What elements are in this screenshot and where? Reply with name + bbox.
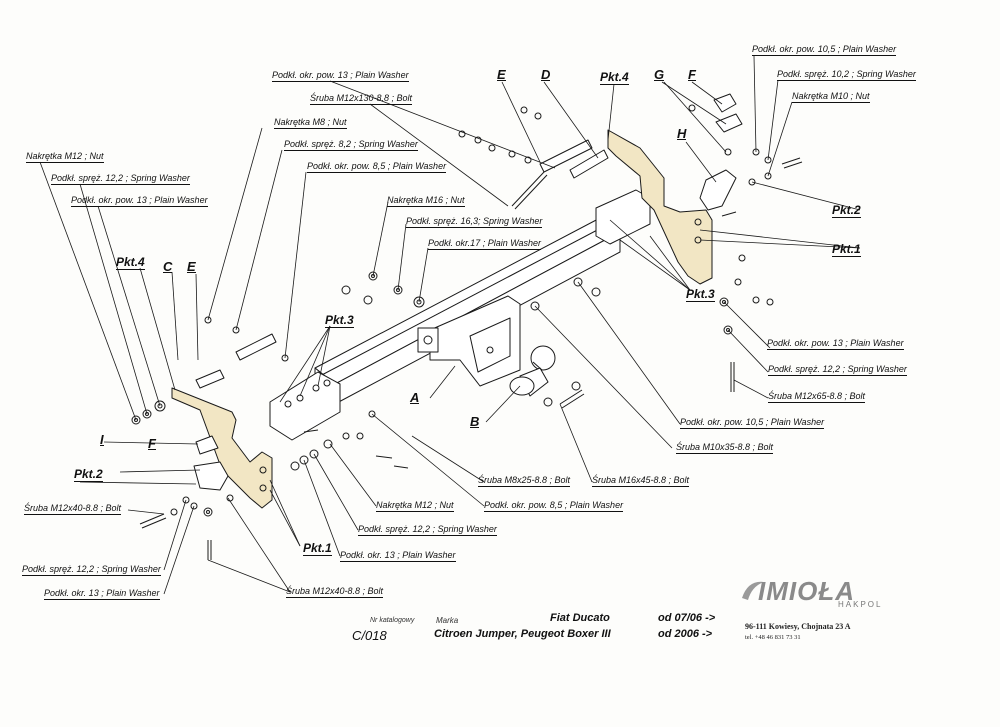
- label-plain-washer-8-5-top: Podkł. okr. pow. 8,5 ; Plain Washer: [307, 161, 447, 173]
- label-spring-washer-8-2: Podkł. spręż. 8,2 ; Spring Washer: [284, 139, 418, 151]
- catalog-number-label: Nr katalogowy: [370, 617, 415, 624]
- label-plain-washer-10-5-top: Podkł. okr. pow. 10,5 ; Plain Washer: [752, 44, 897, 56]
- left-side-bracket: [171, 387, 273, 509]
- company-logo: IMIOŁA: [758, 576, 855, 606]
- label-bolt-m8x25: Śruba M8x25-8.8 ; Bolt: [478, 475, 571, 487]
- callout-g: G: [654, 67, 665, 82]
- label-plain-washer-13-left: Podkł. okr. pow. 13 ; Plain Washer: [71, 195, 208, 207]
- label-bolt-m12x40-left: Śruba M12x40-8.8 ; Bolt: [24, 503, 122, 515]
- model-line-1: Fiat Ducato: [550, 612, 610, 624]
- callout-pkt4-right: Pkt.4: [600, 70, 629, 85]
- date-line-1: od 07/06 ->: [658, 612, 716, 624]
- company-address: 96-111 Kowiesy, Chojnata 23 A: [745, 622, 851, 631]
- label-plain-washer-13-bottom: Podkł. okr. 13 ; Plain Washer: [340, 550, 456, 562]
- right-beam-plate: [595, 189, 651, 245]
- label-spring-washer-12-2-bottom-left: Podkł. spręż. 12,2 ; Spring Washer: [22, 564, 161, 576]
- ball-mount-bracket: [417, 295, 521, 387]
- spacer-tube-e: [539, 139, 593, 173]
- label-spring-washer-12-2-left: Podkł. spręż. 12,2 ; Spring Washer: [51, 173, 190, 185]
- callout-b: B: [470, 414, 480, 429]
- label-spring-washer-12-2-right: Podkł. spręż. 12,2 ; Spring Washer: [768, 364, 907, 376]
- callout-pkt3-right: Pkt.3: [686, 287, 715, 302]
- bracket-f-left: [195, 435, 219, 455]
- label-nut-m12-bottom: Nakrętka M12 ; Nut: [376, 500, 454, 512]
- spacer-tube-c: [195, 369, 225, 389]
- callout-pkt2-right: Pkt.2: [832, 203, 861, 218]
- washers-and-nuts: [131, 104, 774, 517]
- spacer-tube-e2: [235, 333, 277, 361]
- bracket-f-top: [713, 93, 737, 113]
- label-plain-washer-10-5-mid: Podkł. okr. pow. 10,5 ; Plain Washer: [680, 417, 825, 429]
- callout-f-left: F: [148, 436, 156, 451]
- left-beam-plate: [269, 371, 341, 441]
- tow-ball: [509, 345, 556, 397]
- model-line-2: Citroen Jumper, Peugeot Boxer III: [434, 628, 611, 640]
- callout-pkt2-left: Pkt.2: [74, 467, 103, 482]
- bracket-g-top: [715, 113, 743, 133]
- label-nut-m12-left: Nakrętka M12 ; Nut: [26, 151, 104, 163]
- callout-i: I: [100, 432, 104, 447]
- label-bolt-m12x130: Śruba M12x130-8.8 ; Bolt: [310, 93, 413, 105]
- label-spring-washer-12-2-bottom: Podkł. spręż. 12,2 ; Spring Washer: [358, 524, 497, 536]
- label-plain-washer-13-right: Podkł. okr. pow. 13 ; Plain Washer: [767, 338, 904, 350]
- callout-pkt1-left: Pkt.1: [303, 541, 332, 556]
- label-bolt-m10x35: Śruba M10x35-8.8 ; Bolt: [676, 442, 774, 454]
- label-nut-m8: Nakrętka M8 ; Nut: [274, 117, 347, 129]
- brand-label: Marka: [436, 616, 459, 625]
- label-plain-washer-13-top: Podkł. okr. pow. 13 ; Plain Washer: [272, 70, 409, 82]
- bolts: [139, 157, 803, 560]
- company-phone: tel. +48 46 831 73 31: [745, 634, 801, 641]
- label-bolt-m12x65: Śruba M12x65-8.8 ; Bolt: [768, 391, 866, 403]
- callout-pkt4-left: Pkt.4: [116, 255, 145, 270]
- label-plain-washer-13-bottom-left: Podkł. okr. 13 ; Plain Washer: [44, 588, 160, 600]
- bracket-i: [193, 461, 229, 491]
- callout-f-top: F: [688, 67, 696, 82]
- label-nut-m10: Nakrętka M10 ; Nut: [792, 91, 870, 103]
- spacer-tube-d: [569, 149, 609, 179]
- callout-e-left: E: [187, 259, 196, 274]
- callout-pkt1-right: Pkt.1: [832, 242, 861, 257]
- label-plain-washer-8-5-bottom: Podkł. okr. pow. 8,5 ; Plain Washer: [484, 500, 624, 512]
- company-logo-sub: HAKPOL: [838, 600, 883, 609]
- callout-h: H: [677, 126, 687, 141]
- right-side-bracket: [607, 129, 713, 285]
- catalog-number: C/018: [352, 628, 387, 643]
- callout-c: C: [163, 259, 173, 274]
- date-line-2: od 2006 ->: [658, 628, 713, 640]
- label-spring-washer-16-3: Podkł. spręż. 16,3; Spring Washer: [406, 216, 543, 228]
- company-logo-swoosh: [742, 581, 764, 600]
- callout-d: D: [541, 67, 551, 82]
- bracket-h: [699, 169, 737, 211]
- leader-lines: [39, 55, 861, 595]
- label-nut-m16: Nakrętka M16 ; Nut: [387, 195, 465, 207]
- label-plain-washer-17: Podkł. okr.17 ; Plain Washer: [428, 238, 542, 250]
- label-bolt-m12x40-bottom: Śruba M12x40-8.8 ; Bolt: [286, 586, 384, 598]
- callout-a: A: [410, 390, 420, 405]
- label-bolt-m16x45: Śruba M16x45-8.8 ; Bolt: [592, 475, 690, 487]
- callout-e-top: E: [497, 67, 506, 82]
- label-spring-washer-10-2: Podkł. spręż. 10,2 ; Spring Washer: [777, 69, 916, 81]
- callout-pkt3-left: Pkt.3: [325, 313, 354, 328]
